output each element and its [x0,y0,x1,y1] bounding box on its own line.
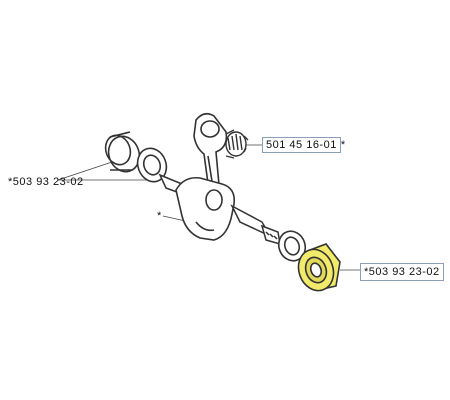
left-outer-bearing [104,131,141,173]
callout-needle-bearing-suffix: * [340,139,346,151]
left-ball-bearing [136,147,168,183]
callout-needle-bearing-wrap: 501 45 16-01* [262,137,346,153]
crankshaft-web [175,176,236,241]
right-outer-bearing-highlighted [297,243,341,292]
callout-bearing-left: *503 93 23-02 [8,176,84,188]
callout-bearing-right: *503 93 23-02 [360,263,444,281]
callout-needle-bearing: 501 45 16-01 [262,137,341,153]
callout-crankshaft: * [157,210,162,222]
needle-bearing-cage [225,129,249,159]
right-ball-bearing [277,230,307,262]
crankshaft-right-shaft [230,204,281,246]
